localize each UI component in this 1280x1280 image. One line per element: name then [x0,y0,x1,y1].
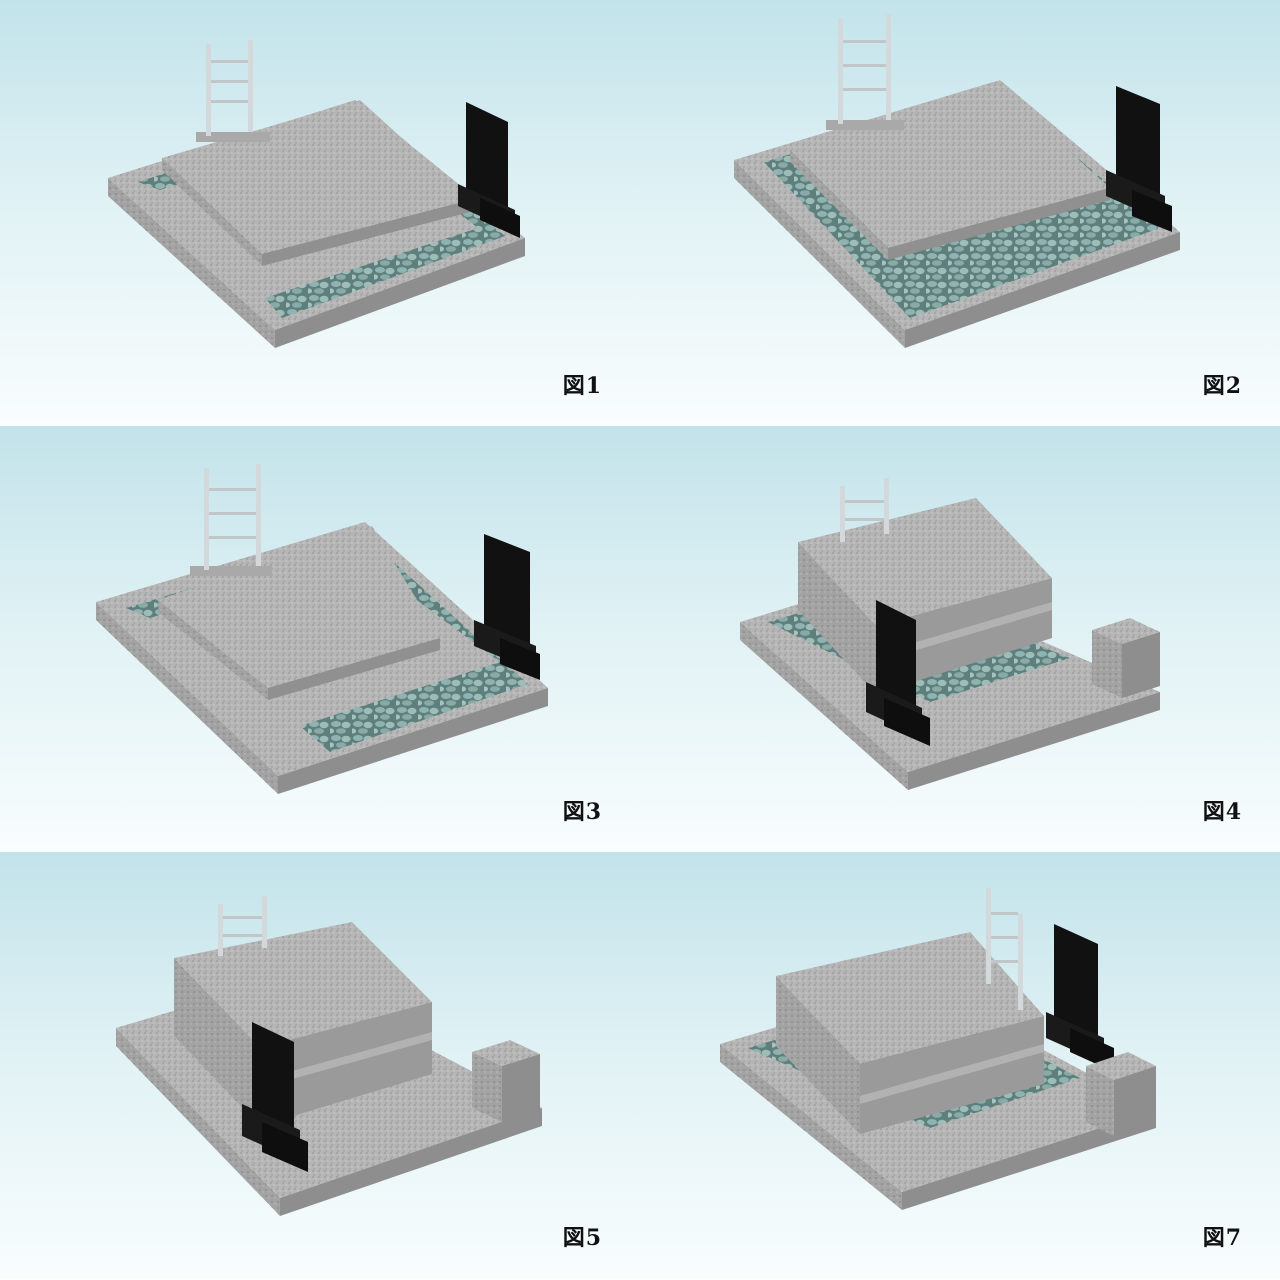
figure-panel-7: 図7 [640,852,1280,1278]
figure-caption: 図5 [562,1225,602,1251]
figure-caption: 図7 [1202,1225,1242,1251]
grave-render-4 [740,478,1160,790]
figure-caption: 図2 [1202,373,1242,399]
figure-panel-2: 図2 [640,0,1280,426]
grave-render-1 [108,40,525,348]
grave-render-7 [720,888,1156,1210]
grave-render-3 [96,464,548,794]
figure-panel-5: 図5 [0,852,640,1278]
figure-caption: 図4 [1202,799,1242,825]
grave-render-5 [116,896,542,1216]
figure-caption: 図3 [562,799,602,825]
figure-caption: 図1 [562,373,602,399]
figure-panel-1: 図1 [0,0,640,426]
figure-panel-3: 図3 [0,426,640,852]
grave-render-2 [734,14,1180,348]
figure-panel-4: 図4 [640,426,1280,852]
